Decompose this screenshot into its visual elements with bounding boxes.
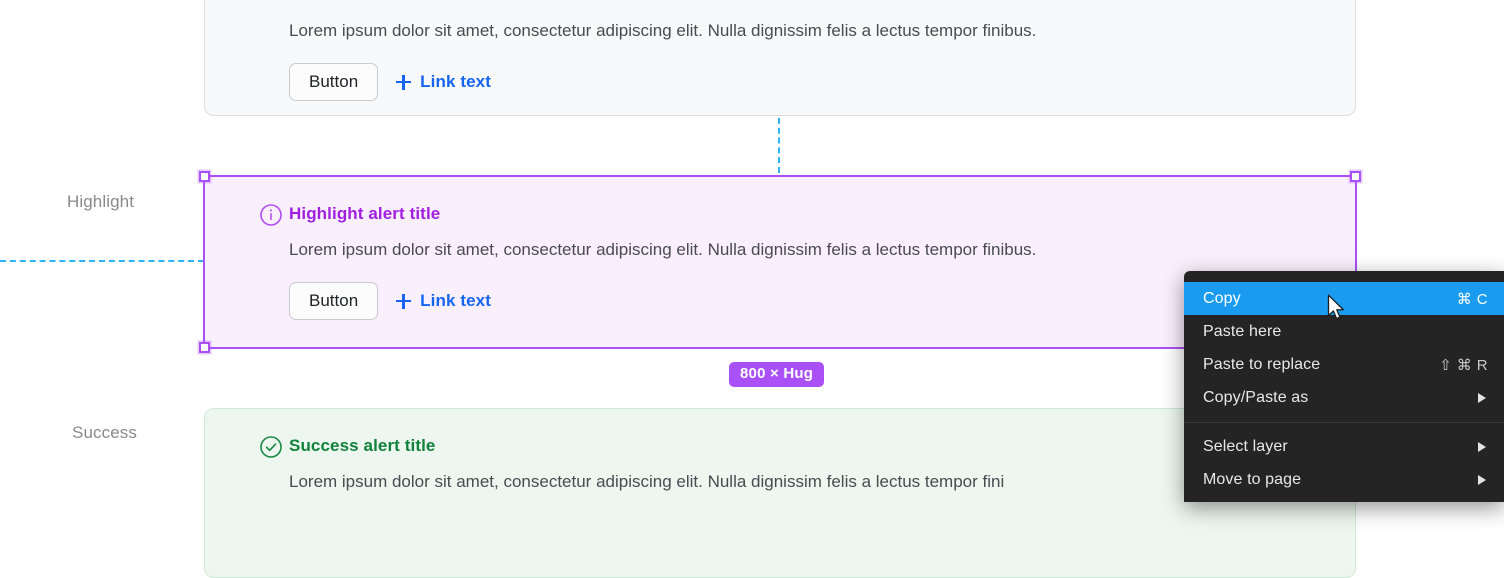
context-menu-item-select-layer[interactable]: Select layer [1184, 430, 1504, 463]
info-circle-icon [259, 203, 283, 227]
row-label-highlight: Highlight [67, 192, 135, 211]
context-menu-item-copy-paste-as[interactable]: Copy/Paste as [1184, 381, 1504, 414]
plus-icon [396, 293, 412, 309]
menu-item-label: Copy/Paste as [1203, 388, 1309, 406]
menu-item-label: Paste here [1203, 322, 1282, 340]
submenu-arrow-icon [1478, 474, 1486, 485]
alert-title: Highlight alert title [289, 204, 441, 223]
horizontal-guide-line [0, 260, 204, 262]
alert-actions: Button Link text [289, 63, 1319, 101]
row-label-success: Success [72, 423, 137, 442]
menu-item-shortcut: ⇧ ⌘ R [1439, 356, 1488, 374]
alert-link-label: Link text [420, 72, 491, 91]
menu-separator [1184, 422, 1504, 423]
alert-link-label: Link text [420, 291, 491, 310]
size-badge: 800 × Hug [729, 362, 825, 387]
check-circle-icon [259, 435, 283, 459]
alert-title: Success alert title [289, 436, 436, 455]
submenu-arrow-icon [1478, 392, 1486, 403]
menu-item-shortcut: ⌘ C [1456, 290, 1488, 308]
context-menu-item-paste-here[interactable]: Paste here [1184, 315, 1504, 348]
context-menu-item-copy[interactable]: Copy ⌘ C [1184, 282, 1504, 315]
alert-body-text: Lorem ipsum dolor sit amet, consectetur … [289, 472, 1005, 491]
plus-icon [396, 74, 412, 90]
alert-card-neutral[interactable]: Lorem ipsum dolor sit amet, consectetur … [204, 0, 1356, 116]
menu-item-label: Copy [1203, 289, 1241, 307]
alert-link[interactable]: Link text [396, 72, 491, 92]
alert-button[interactable]: Button [289, 63, 379, 101]
alert-body-text: Lorem ipsum dolor sit amet, consectetur … [289, 240, 1037, 259]
context-menu-item-move-to-page[interactable]: Move to page [1184, 463, 1504, 496]
menu-item-label: Move to page [1203, 470, 1302, 488]
alert-card-highlight[interactable]: Highlight alert title Lorem ipsum dolor … [204, 176, 1356, 348]
context-menu[interactable]: Copy ⌘ C Paste here Paste to replace ⇧ ⌘… [1184, 271, 1504, 502]
menu-item-label: Select layer [1203, 437, 1288, 455]
alert-link[interactable]: Link text [396, 291, 491, 311]
context-menu-item-paste-to-replace[interactable]: Paste to replace ⇧ ⌘ R [1184, 348, 1504, 381]
menu-item-label: Paste to replace [1203, 355, 1321, 373]
submenu-arrow-icon [1478, 441, 1486, 452]
alert-button[interactable]: Button [289, 282, 379, 320]
alert-actions: Button Link text [289, 282, 1319, 320]
alert-body-text: Lorem ipsum dolor sit amet, consectetur … [289, 21, 1037, 40]
